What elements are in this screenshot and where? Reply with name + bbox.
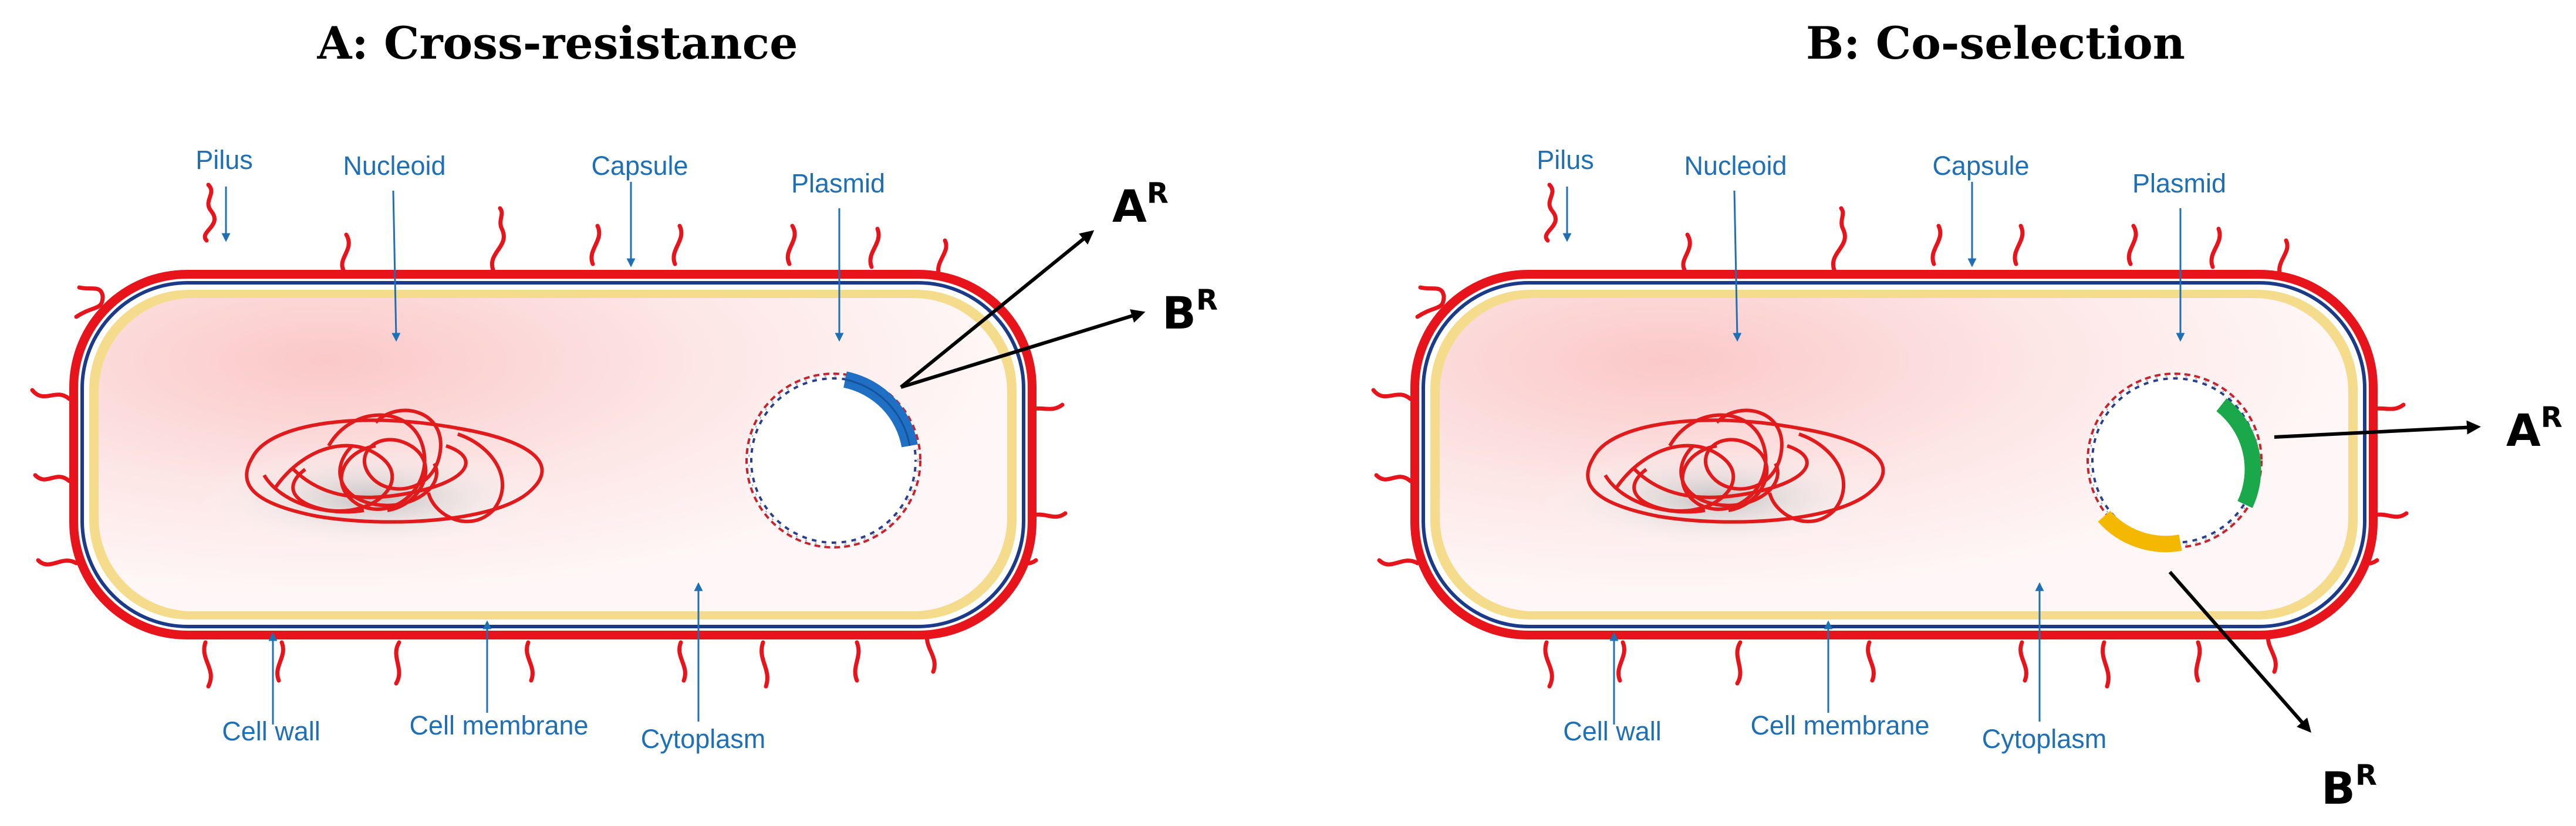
gene-label-a-r: AR (2506, 401, 2563, 456)
bacterial-cell-a (32, 182, 1065, 725)
label-cell-wall: Cell wall (1563, 716, 1662, 746)
label-pilus: Pilus (195, 145, 253, 175)
label-capsule: Capsule (1932, 151, 2029, 181)
arrow-to-b-r (900, 309, 1146, 389)
panel-b-title: B: Co-selection (1806, 17, 2185, 69)
label-capsule: Capsule (591, 151, 688, 181)
label-nucleoid: Nucleoid (343, 151, 445, 181)
label-cell-wall: Cell wall (222, 716, 320, 746)
panel-a: A: Cross-resistance AR BR Pilus Nucleoid… (32, 17, 1218, 754)
gene-label-b-r: BR (1162, 284, 1218, 339)
arrow-to-a-r (2274, 420, 2481, 439)
resistance-gene-a (2216, 398, 2261, 508)
arrow-to-a-r (900, 230, 1095, 389)
label-pilus: Pilus (1537, 145, 1594, 175)
label-nucleoid: Nucleoid (1684, 151, 1787, 181)
gene-label-b-r: BR (2321, 759, 2377, 814)
label-cell-membrane: Cell membrane (409, 710, 588, 740)
arrow-to-b-r (2168, 571, 2311, 733)
gene-label-a-r: AR (1112, 177, 1169, 232)
label-cytoplasm: Cytoplasm (1982, 724, 2107, 754)
panel-b: B: Co-selection AR BR Pilus Nucleoid Cap… (1373, 17, 2563, 814)
label-plasmid: Plasmid (791, 168, 885, 198)
panel-a-title: A: Cross-resistance (317, 17, 798, 69)
label-cytoplasm: Cytoplasm (641, 724, 766, 754)
resistance-gene-b (2098, 510, 2182, 553)
label-cell-membrane: Cell membrane (1750, 710, 1929, 740)
label-plasmid: Plasmid (2132, 168, 2226, 198)
